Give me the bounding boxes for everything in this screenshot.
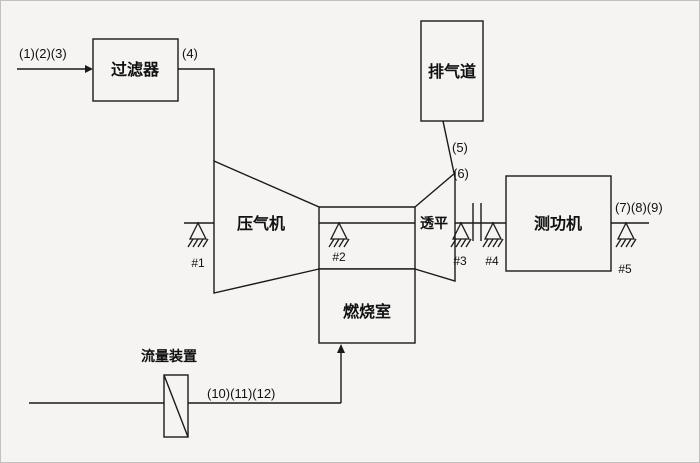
- station-label-1-2-3: (1)(2)(3): [19, 46, 67, 61]
- filter-box: [92, 38, 179, 102]
- inlet-arrowhead-icon: [85, 65, 93, 73]
- bearing-label-3: #3: [453, 254, 467, 268]
- bearing-label-1: #1: [191, 256, 205, 270]
- combustor-label: 燃烧室: [343, 302, 391, 321]
- bearing-symbol-2: [328, 222, 350, 248]
- flow-device-diagonal: [163, 374, 189, 438]
- bearing-label-5: #5: [618, 262, 632, 276]
- station-label-4: (4): [182, 46, 198, 61]
- exhaust-line: [442, 120, 455, 174]
- dynamometer-label: 测功机: [534, 214, 582, 233]
- bearing-symbol-4: [482, 222, 504, 248]
- station-label-5: (5): [452, 140, 468, 155]
- filter-outlet-line: [178, 68, 215, 161]
- flow-device-label: 流量装置: [141, 348, 197, 364]
- combustor-box: [318, 268, 416, 344]
- bearing-symbol-1: [187, 222, 209, 248]
- station-label-10-11-12: (10)(11)(12): [207, 386, 275, 401]
- exhaust-duct-box: [420, 20, 484, 122]
- dynamometer-box: [505, 175, 612, 272]
- station-label-7-8-9: (7)(8)(9): [615, 200, 663, 215]
- filter-label: 过滤器: [111, 60, 160, 79]
- turbine-shape: [414, 171, 456, 282]
- compressor-label: 压气机: [237, 214, 285, 233]
- turbine-label: 透平: [420, 215, 448, 231]
- exhaust-duct-label: 排气道: [428, 62, 476, 81]
- bearing-label-4: #4: [485, 254, 499, 268]
- station-label-6: (6): [453, 166, 469, 181]
- bearing-label-2: #2: [332, 250, 346, 264]
- combustor-inlet-arrowhead-icon: [337, 344, 345, 353]
- bearing-symbol-5: [615, 222, 637, 248]
